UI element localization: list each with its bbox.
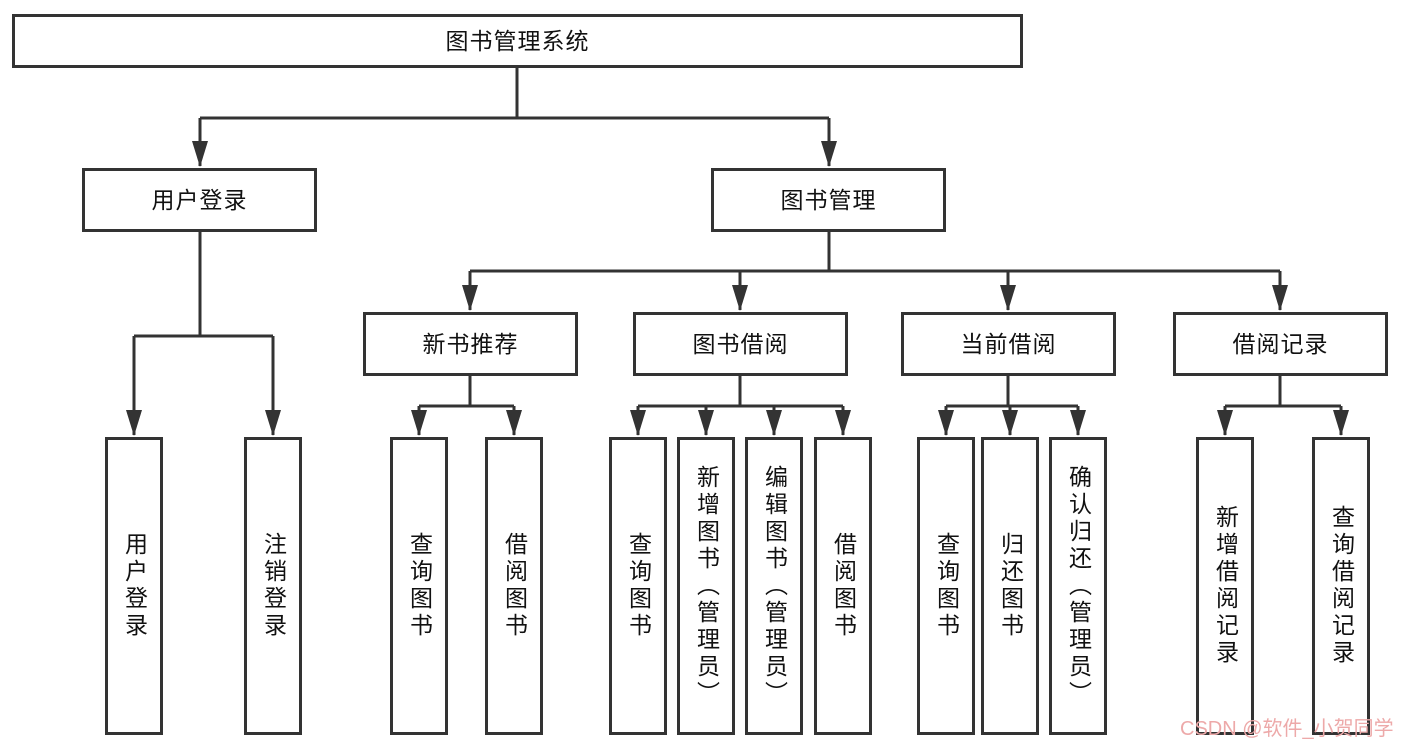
leaf-user-login: 用户登录 bbox=[105, 437, 163, 735]
leaf-recommend-query-book-label: 查询图书 bbox=[406, 532, 433, 640]
leaf-current-confirm-return-admin: 确认归还（管理员） bbox=[1049, 437, 1107, 735]
node-current-borrow: 当前借阅 bbox=[901, 312, 1116, 376]
leaf-current-query-book-label: 查询图书 bbox=[933, 532, 960, 640]
leaf-recommend-query-book: 查询图书 bbox=[390, 437, 448, 735]
leaf-current-confirm-return-admin-label: 确认归还（管理员） bbox=[1065, 464, 1092, 708]
leaf-logout-label: 注销登录 bbox=[260, 532, 287, 640]
leaf-borrow-add-book-admin: 新增图书（管理员） bbox=[677, 437, 735, 735]
node-user-login: 用户登录 bbox=[82, 168, 317, 232]
leaf-borrow-edit-book-admin-label: 编辑图书（管理员） bbox=[761, 464, 788, 708]
leaf-recommend-borrow-book-label: 借阅图书 bbox=[501, 532, 528, 640]
leaf-records-add-record-label: 新增借阅记录 bbox=[1212, 505, 1239, 667]
edges-current-borrow-children bbox=[938, 376, 1086, 436]
leaf-recommend-borrow-book: 借阅图书 bbox=[485, 437, 543, 735]
node-new-book-recommend: 新书推荐 bbox=[363, 312, 578, 376]
leaf-borrow-query-book-label: 查询图书 bbox=[625, 532, 652, 640]
leaf-records-query-record-label: 查询借阅记录 bbox=[1328, 505, 1355, 667]
edges-new-book-recommend-children bbox=[411, 376, 522, 436]
edges-user-login-children bbox=[126, 232, 281, 436]
leaf-records-query-record: 查询借阅记录 bbox=[1312, 437, 1370, 735]
edges-root-to-level2 bbox=[192, 68, 837, 167]
leaf-logout: 注销登录 bbox=[244, 437, 302, 735]
leaf-borrow-query-book: 查询图书 bbox=[609, 437, 667, 735]
node-book-management: 图书管理 bbox=[711, 168, 946, 232]
leaf-records-add-record: 新增借阅记录 bbox=[1196, 437, 1254, 735]
node-borrow-records: 借阅记录 bbox=[1173, 312, 1388, 376]
leaf-borrow-borrow-book-label: 借阅图书 bbox=[830, 532, 857, 640]
leaf-borrow-borrow-book: 借阅图书 bbox=[814, 437, 872, 735]
leaf-user-login-label: 用户登录 bbox=[121, 532, 148, 640]
edges-borrow-records-children bbox=[1217, 376, 1349, 436]
edges-book-borrow-children bbox=[630, 376, 851, 436]
edges-book-management-children bbox=[462, 232, 1288, 311]
leaf-borrow-edit-book-admin: 编辑图书（管理员） bbox=[745, 437, 803, 735]
node-root: 图书管理系统 bbox=[12, 14, 1023, 68]
leaf-current-return-book-label: 归还图书 bbox=[997, 532, 1024, 640]
leaf-current-query-book: 查询图书 bbox=[917, 437, 975, 735]
csdn-watermark: CSDN @软件_小贺同学 bbox=[1180, 718, 1394, 740]
leaf-current-return-book: 归还图书 bbox=[981, 437, 1039, 735]
node-book-borrow: 图书借阅 bbox=[633, 312, 848, 376]
leaf-borrow-add-book-admin-label: 新增图书（管理员） bbox=[693, 464, 720, 708]
